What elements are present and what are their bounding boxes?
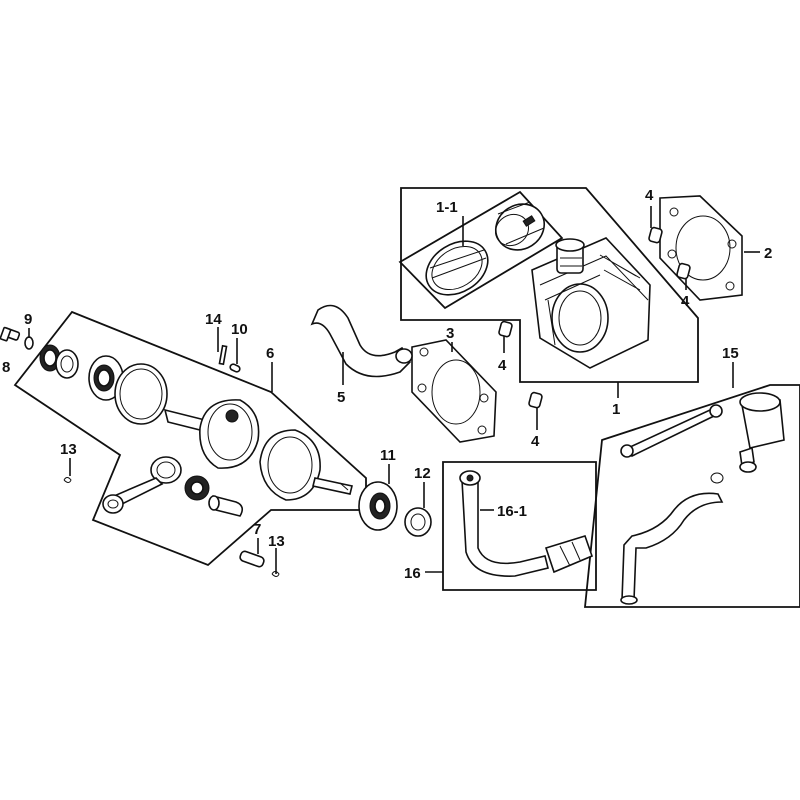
callout-4: 4 [645,187,654,204]
pipe-lower [620,492,724,605]
dowel-pin [676,262,691,280]
pipe-subgroup-outline [442,461,597,591]
callout-6: 6 [266,345,274,362]
callout-7: 7 [253,521,261,538]
callout-11: 11 [380,447,396,464]
callout-12: 12 [414,465,431,482]
pipe-upper [620,404,723,458]
cylinder-block [531,237,651,369]
callout-1-1: 1-1 [436,199,458,216]
callout-3: 3 [446,325,454,342]
hose-clamp [710,472,724,484]
callout-13: 13 [60,441,77,458]
callout-16: 16 [404,565,421,582]
callout-9: 9 [24,311,32,328]
crank-pin [208,495,244,517]
callout-4: 4 [498,357,507,374]
bearing-left [88,355,124,401]
hose [310,304,413,378]
dowel-pin [498,320,513,338]
pipe-connector [544,535,594,574]
sprocket-gear [39,344,79,379]
bolt [0,326,21,342]
callout-8: 8 [2,359,10,376]
callout-1: 1 [612,401,620,418]
callout-4: 4 [681,293,690,310]
bearing-right [358,481,398,531]
callout-2: 2 [764,245,772,262]
circlip [271,571,280,577]
leader-lines [28,206,760,574]
oil-seal-ring [114,363,168,425]
callout-16-1: 16-1 [497,503,527,520]
callout-5: 5 [337,389,345,406]
piston-pin [239,550,265,568]
callout-4: 4 [531,433,540,450]
key [218,344,228,366]
cylinder-head-gasket [659,195,743,301]
needle-bearing [184,475,210,501]
callout-10: 10 [231,321,248,338]
cotter-pin [229,363,241,373]
oil-filter-canister [739,392,785,473]
callout-13: 13 [268,533,285,550]
callout-15: 15 [722,345,739,362]
piston-rings [425,240,489,296]
crankshaft-group-outline [13,310,367,567]
dowel-pin [528,391,543,409]
connecting-rod [102,456,182,514]
dowel-pin [648,226,663,244]
piston [495,201,545,251]
hose-16-1 [459,470,549,577]
circlip [63,477,72,483]
oil-seal [404,507,432,537]
washer [24,336,34,350]
crankshaft-left-half [163,399,260,469]
callout-14: 14 [205,311,222,328]
oil-pipe-group-outline [584,384,800,608]
cylinder-group-outline [400,187,699,383]
piston-subgroup-outline [398,190,564,310]
crankshaft-right-half [259,429,353,501]
cylinder-base-gasket [411,339,497,443]
